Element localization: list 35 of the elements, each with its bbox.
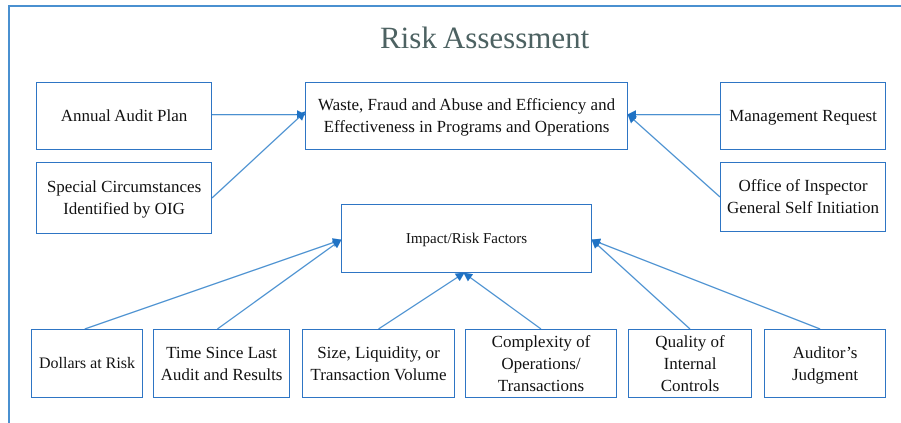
arrow (463, 272, 542, 330)
process-box (720, 162, 886, 232)
process-box (764, 329, 886, 398)
arrow (212, 110, 306, 120)
box-label: Size, Liquidity, or Transaction Volume (309, 342, 448, 386)
process-box (302, 329, 455, 398)
diagram-title: Risk Assessment (380, 20, 590, 56)
arrow (378, 272, 465, 330)
arrow (591, 239, 690, 330)
arrow (84, 238, 342, 330)
process-box (465, 329, 617, 398)
box-label: Complexity of Operations/ Transactions (490, 330, 592, 396)
box-label: Office of Inspector General Self Initiation (726, 175, 880, 219)
box-label: Impact/Risk Factors (406, 230, 528, 248)
box-label: Waste, Fraud and Abuse and Efficiency and Effectiveness in Programs and Operations (316, 94, 616, 138)
process-box (36, 82, 212, 150)
arrow (212, 111, 306, 198)
box-label: Special Circumstances Identified by OIG (46, 176, 202, 220)
arrow (591, 238, 820, 330)
arrow (217, 239, 342, 330)
process-box (341, 204, 592, 273)
process-box (31, 329, 143, 398)
process-box (720, 82, 886, 150)
box-label: Auditor’s Judgment (790, 342, 860, 386)
process-box (305, 82, 628, 150)
process-box (153, 329, 290, 398)
arrow (627, 110, 720, 120)
box-label: Management Request (729, 105, 877, 127)
box-label: Time Since Last Audit and Results (160, 342, 284, 386)
box-label: Quality of Internal Controls (654, 330, 726, 396)
process-box (36, 162, 212, 234)
process-box (628, 329, 752, 398)
arrow (627, 114, 720, 198)
box-label: Annual Audit Plan (60, 105, 188, 127)
box-label: Dollars at Risk (39, 354, 135, 374)
